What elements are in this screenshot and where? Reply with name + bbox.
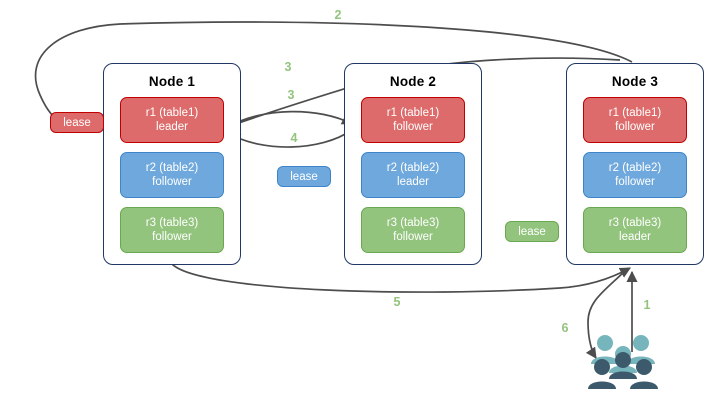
replica-name: r3 (table3) bbox=[608, 217, 662, 229]
replica-r3[interactable]: r3 (table3) leader bbox=[583, 207, 687, 253]
step-label-1: 1 bbox=[643, 298, 651, 312]
connector-step-4 bbox=[229, 129, 353, 148]
replica-role: follower bbox=[152, 231, 192, 243]
replica-role: follower bbox=[393, 231, 433, 243]
replica-role: follower bbox=[152, 176, 192, 188]
replica-r2[interactable]: r2 (table2) follower bbox=[583, 152, 687, 198]
replica-r2[interactable]: r2 (table2) leader bbox=[361, 152, 465, 198]
connector-step-5 bbox=[171, 263, 631, 293]
replica-name: r2 (table2) bbox=[608, 162, 662, 174]
node-card-3[interactable]: Node 3 r1 (table1) follower r2 (table2) … bbox=[566, 63, 704, 265]
replica-role: leader bbox=[397, 176, 429, 188]
replica-role: follower bbox=[615, 176, 655, 188]
lease-badge-r2[interactable]: lease bbox=[277, 166, 331, 187]
replica-role: leader bbox=[619, 231, 651, 243]
replica-name: r1 (table1) bbox=[145, 107, 199, 119]
replica-name: r3 (table3) bbox=[386, 217, 440, 229]
replica-role: follower bbox=[615, 121, 655, 133]
step-label-4: 4 bbox=[290, 131, 298, 145]
connector-step-2 bbox=[34, 21, 633, 125]
replica-r3[interactable]: r3 (table3) follower bbox=[361, 207, 465, 253]
node-title: Node 3 bbox=[611, 74, 659, 89]
connector-step-6 bbox=[585, 267, 629, 359]
node-title: Node 1 bbox=[148, 74, 196, 89]
replica-r2[interactable]: r2 (table2) follower bbox=[120, 152, 224, 198]
step-label-6: 6 bbox=[561, 321, 569, 335]
replica-name: r2 (table2) bbox=[145, 162, 199, 174]
replica-role: leader bbox=[156, 121, 188, 133]
lease-badge-r1[interactable]: lease bbox=[50, 112, 104, 133]
node-card-2[interactable]: Node 2 r1 (table1) follower r2 (table2) … bbox=[344, 63, 482, 265]
node-card-1[interactable]: Node 1 r1 (table1) leader r2 (table2) fo… bbox=[103, 63, 241, 265]
replica-name: r3 (table3) bbox=[145, 217, 199, 229]
replica-r1[interactable]: r1 (table1) leader bbox=[120, 97, 224, 143]
replica-role: follower bbox=[393, 121, 433, 133]
replica-name: r1 (table1) bbox=[386, 107, 440, 119]
node-title: Node 2 bbox=[389, 74, 437, 89]
replica-name: r1 (table1) bbox=[608, 107, 662, 119]
step-label-3-long: 3 bbox=[284, 60, 292, 74]
lease-badge-r3[interactable]: lease bbox=[505, 221, 559, 242]
step-label-5: 5 bbox=[393, 295, 401, 309]
step-label-3-lens: 3 bbox=[287, 88, 295, 102]
replica-r1[interactable]: r1 (table1) follower bbox=[583, 97, 687, 143]
connector-step-3-lens bbox=[227, 110, 353, 128]
people-group-icon bbox=[588, 335, 658, 389]
replica-r1[interactable]: r1 (table1) follower bbox=[361, 97, 465, 143]
replica-r3[interactable]: r3 (table3) follower bbox=[120, 207, 224, 253]
replica-name: r2 (table2) bbox=[386, 162, 440, 174]
step-label-2: 2 bbox=[334, 8, 342, 22]
